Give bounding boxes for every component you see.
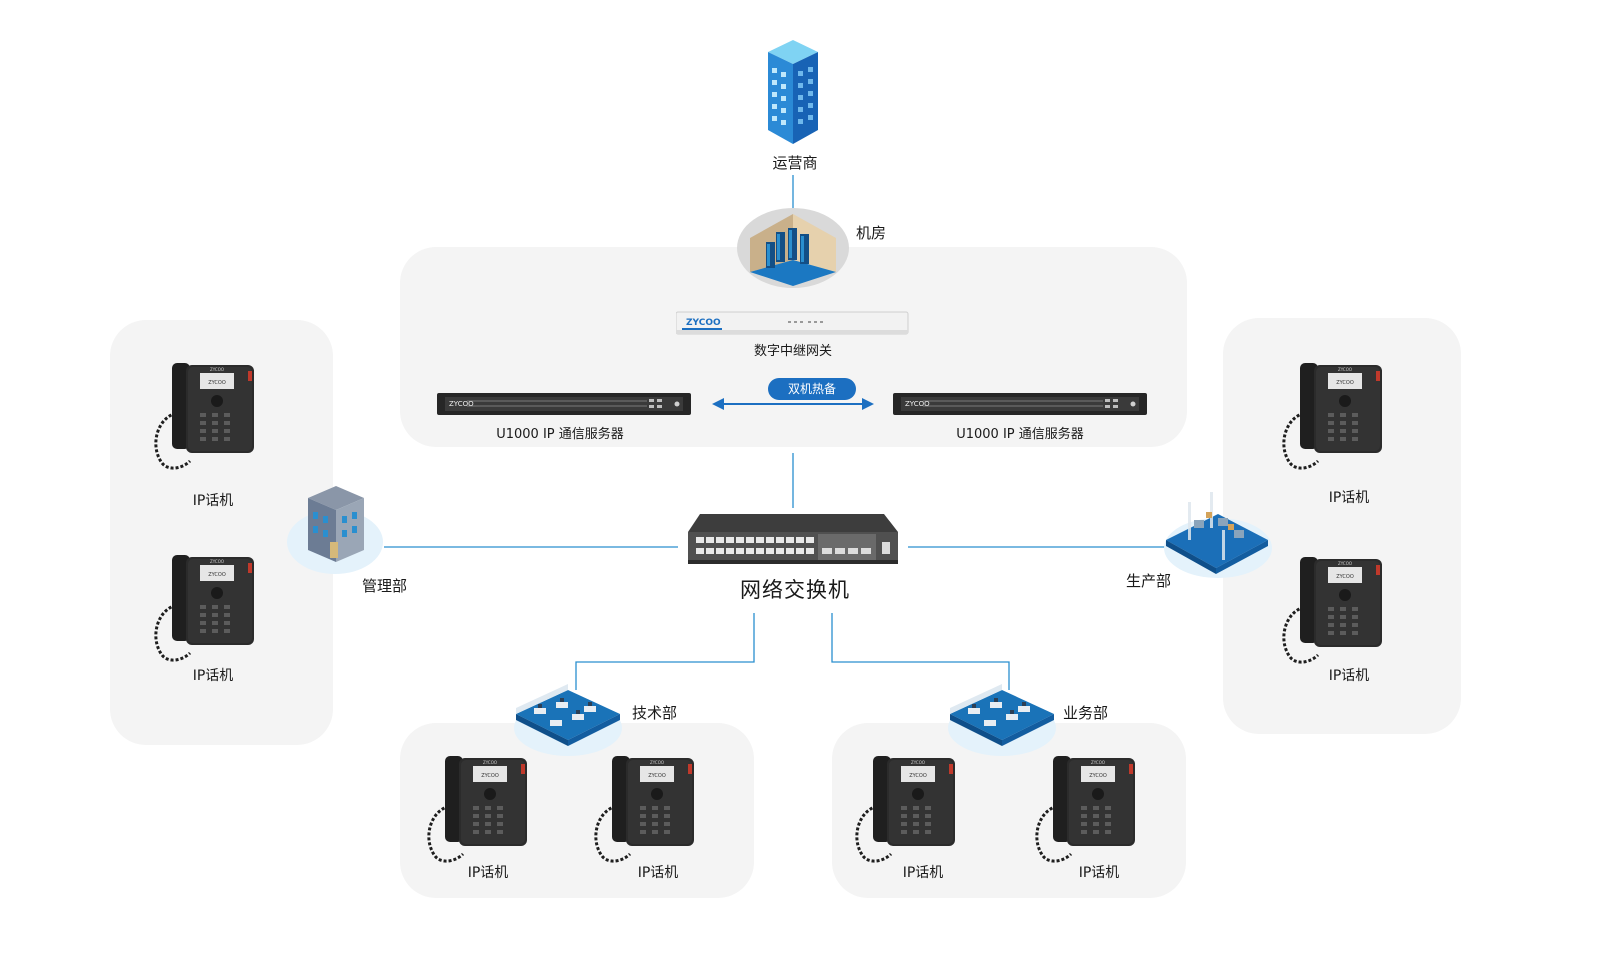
network-switch-icon <box>686 512 900 570</box>
ip-phone-label: IP话机 <box>467 865 509 881</box>
ip-phone-icon: ZYCOO ZYCOO <box>855 756 955 863</box>
office-tower-icon <box>760 38 826 150</box>
rack-server-icon: ZYCOO <box>893 391 1149 421</box>
phone-screen-text: ZYCOO <box>1336 380 1354 386</box>
ip-phone: ZYCOO ZYCOO IP话机 <box>851 754 961 881</box>
phone-brand: ZYCOO <box>1338 367 1352 372</box>
phone-brand: ZYCOO <box>1091 760 1105 765</box>
phone-brand: ZYCOO <box>650 760 664 765</box>
phone-screen-text: ZYCOO <box>648 773 666 779</box>
ip-phone: ZYCOO ZYCOO IP话机 <box>1031 754 1141 881</box>
gateway-label: 数字中继网关 <box>753 344 833 359</box>
machine-room-label: 机房 <box>855 224 887 242</box>
ip-phone-label: IP话机 <box>192 493 234 509</box>
ip-phone-label: IP话机 <box>1328 490 1370 506</box>
technical-label: 技术部 <box>632 704 678 722</box>
phone-brand: ZYCOO <box>911 760 925 765</box>
ip-phone-icon: ZYCOO ZYCOO <box>427 756 527 863</box>
server-left-label: U1000 IP 通信服务器 <box>496 427 624 442</box>
phone-screen-text: ZYCOO <box>208 380 226 386</box>
hot-standby-badge: 双机热备 <box>768 378 856 400</box>
phone-screen-text: ZYCOO <box>208 572 226 578</box>
server-right-label: U1000 IP 通信服务器 <box>956 427 1084 442</box>
ip-phone-icon: ZYCOO ZYCOO <box>594 756 694 863</box>
ip-phone-icon: ZYCOO ZYCOO <box>154 363 254 470</box>
phone-screen-text: ZYCOO <box>909 773 927 779</box>
switch-label: 网络交换机 <box>740 578 850 602</box>
business-label: 业务部 <box>1063 704 1109 722</box>
carrier-label: 运营商 <box>772 154 818 172</box>
management-label: 管理部 <box>362 577 408 595</box>
ip-phone-label: IP话机 <box>1328 668 1370 684</box>
ip-phone: ZYCOO ZYCOO IP话机 <box>1278 361 1388 506</box>
ip-phone-label: IP话机 <box>637 865 679 881</box>
production-floor-icon <box>1158 490 1274 584</box>
server-room-icon <box>736 202 850 292</box>
office-building-icon <box>286 476 384 580</box>
phone-brand: ZYCOO <box>1338 561 1352 566</box>
office-floor-icon <box>946 684 1058 760</box>
production-label: 生产部 <box>1126 572 1172 590</box>
ip-phone-label: IP话机 <box>192 668 234 684</box>
office-floor-icon <box>512 684 624 760</box>
rack-server-icon: ZYCOO <box>437 391 693 421</box>
ip-phone-icon: ZYCOO ZYCOO <box>154 555 254 662</box>
phone-screen-text: ZYCOO <box>481 773 499 779</box>
phone-screen-text: ZYCOO <box>1336 574 1354 580</box>
phone-screen-text: ZYCOO <box>1089 773 1107 779</box>
ip-phone-label: IP话机 <box>1078 865 1120 881</box>
gateway-appliance-icon: ZYCOO <box>675 310 910 340</box>
ip-phone-icon: ZYCOO ZYCOO <box>1282 557 1382 664</box>
hot-standby-arrow <box>712 398 874 410</box>
phone-brand: ZYCOO <box>210 559 224 564</box>
server-brand: ZYCOO <box>449 400 474 408</box>
ip-phone-label: IP话机 <box>902 865 944 881</box>
ip-phone: ZYCOO ZYCOO IP话机 <box>590 754 700 881</box>
phone-brand: ZYCOO <box>210 367 224 372</box>
server-brand: ZYCOO <box>905 400 930 408</box>
ip-phone: ZYCOO ZYCOO IP话机 <box>150 361 260 509</box>
phone-brand: ZYCOO <box>483 760 497 765</box>
gateway-brand: ZYCOO <box>686 318 721 328</box>
ip-phone: ZYCOO ZYCOO IP话机 <box>150 553 260 684</box>
ip-phone: ZYCOO ZYCOO IP话机 <box>423 754 533 881</box>
ip-phone-icon: ZYCOO ZYCOO <box>1282 363 1382 470</box>
ip-phone-icon: ZYCOO ZYCOO <box>1035 756 1135 863</box>
ip-phone: ZYCOO ZYCOO IP话机 <box>1278 555 1388 684</box>
